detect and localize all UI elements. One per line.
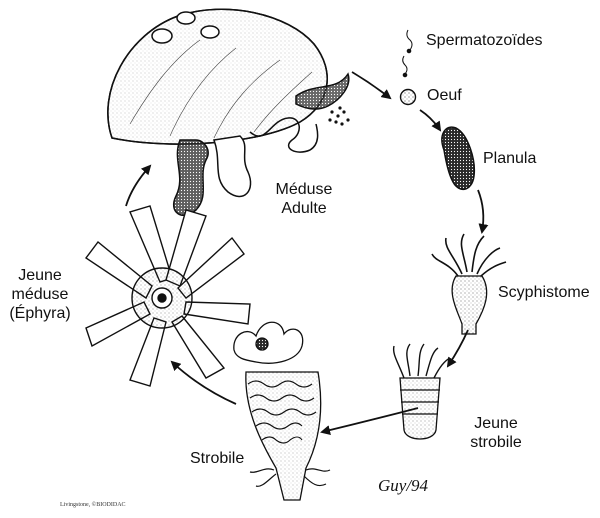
arrow-planula-to-scyphistome [477, 189, 489, 234]
label-meduse-adulte-line-2: Adulte [281, 200, 327, 217]
label-planula: Planula [483, 150, 537, 167]
arrow-scyphistome-to-jeune-strobile [446, 329, 469, 368]
label-jeune-strobile: Jeune strobile [456, 414, 536, 452]
label-ephyra-line-3: (Éphyra) [9, 305, 71, 322]
label-jeune-strobile-line-1: Jeune [474, 415, 518, 432]
label-spermatozoides: Spermatozoïdes [426, 32, 543, 49]
label-meduse-adulte-line-1: Méduse [275, 181, 333, 198]
label-scyphistome: Scyphistome [498, 284, 590, 301]
label-oeuf: Oeuf [427, 87, 462, 104]
planula-drawing [441, 126, 476, 190]
label-meduse-adulte: Méduse Adulte [266, 180, 342, 218]
scyphistome-drawing [431, 233, 507, 335]
label-jeune-strobile-line-2: strobile [470, 434, 522, 451]
credit-text: Livingstone, ©BIODIDAC [60, 502, 126, 508]
strobile-drawing [233, 321, 331, 501]
ephyra-drawing [84, 205, 251, 387]
label-strobile: Strobile [190, 450, 245, 467]
spermatozoides-drawing [402, 29, 413, 78]
label-ephyra-line-2: méduse [11, 286, 69, 303]
arrow-strobile-to-ephyra [170, 360, 237, 405]
label-ephyra-line-1: Jeune [18, 267, 62, 284]
oeuf-drawing [399, 88, 417, 106]
arrow-meduse-to-oeuf [351, 71, 392, 100]
arrow-oeuf-to-planula [419, 109, 442, 132]
jeune-strobile-drawing [392, 343, 451, 440]
arrow-ephyra-to-meduse [125, 164, 152, 207]
label-ephyra: Jeune méduse (Éphyra) [0, 266, 80, 323]
meduse-adulte-drawing [107, 8, 350, 216]
artist-signature: Guy/94 [378, 476, 429, 495]
